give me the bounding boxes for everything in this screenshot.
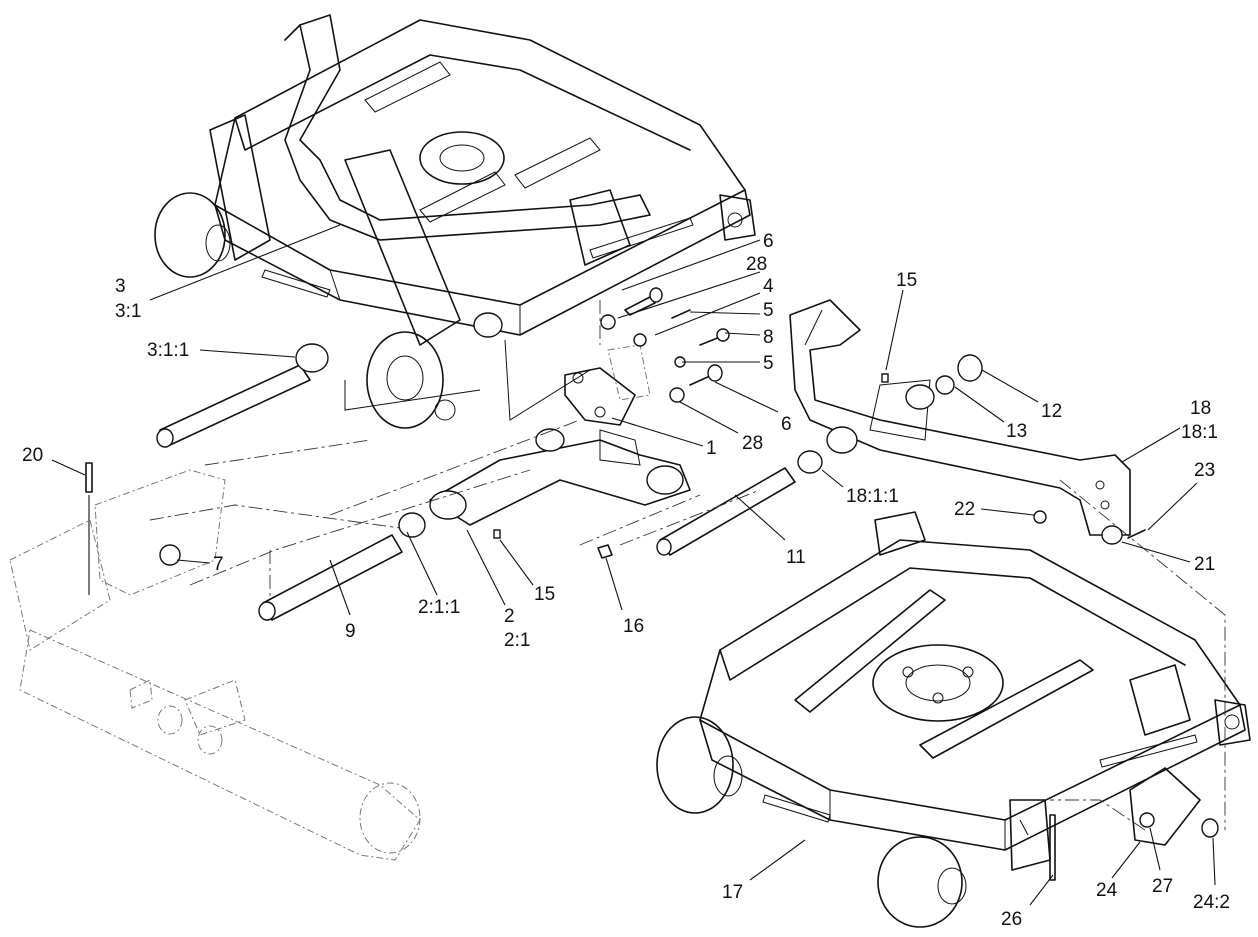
callout-18: 18 [1190, 398, 1211, 419]
callout-3: 3 [115, 276, 126, 297]
assembly-lines [149, 300, 1226, 831]
callout-labels: 1 2 2:1 2:1:1 3 3:1 3:1:1 4 5 5 6 6 7 8 … [22, 231, 1230, 930]
callout-9: 9 [345, 621, 356, 642]
callout-28b: 28 [742, 433, 763, 454]
callout-8: 8 [763, 327, 774, 348]
callout-7: 7 [213, 554, 224, 575]
hardware-stack [85, 287, 1219, 881]
callout-6b: 6 [781, 414, 792, 435]
callout-13: 13 [1006, 421, 1027, 442]
callout-3-1-1: 3:1:1 [147, 340, 189, 361]
callout-15b: 15 [534, 584, 555, 605]
callout-23: 23 [1194, 460, 1215, 481]
shaft-11 [656, 426, 858, 556]
callout-3-1: 3:1 [115, 301, 141, 322]
leader-lines [51, 224, 1216, 906]
callout-27: 27 [1152, 876, 1173, 897]
callout-28a: 28 [746, 254, 767, 275]
callout-1: 1 [706, 438, 717, 459]
callout-5b: 5 [763, 353, 774, 374]
shaft-9 [258, 512, 426, 621]
tractor-frame-phantom [9, 469, 421, 861]
callout-26: 26 [1001, 909, 1022, 930]
pivot-arm-center [429, 428, 691, 526]
upper-mower-deck [154, 14, 756, 429]
callout-12: 12 [1041, 401, 1062, 422]
shaft-3-1 [156, 343, 329, 448]
lower-mower-deck [656, 511, 1251, 928]
callout-5a: 5 [763, 300, 774, 321]
callout-15a: 15 [896, 270, 917, 291]
callout-21: 21 [1194, 554, 1215, 575]
callout-2: 2 [504, 606, 515, 627]
callout-2-1: 2:1 [504, 630, 530, 651]
callout-4: 4 [763, 276, 774, 297]
callout-24-2: 24:2 [1193, 892, 1230, 913]
callout-18-1-1: 18:1:1 [846, 486, 899, 507]
callout-2-1-1: 2:1:1 [418, 597, 460, 618]
callout-24: 24 [1096, 880, 1118, 901]
callout-11: 11 [786, 547, 806, 568]
callout-18-1: 18:1 [1181, 422, 1218, 443]
callout-16: 16 [623, 616, 644, 637]
callout-6a: 6 [763, 231, 774, 252]
mounting-plate [564, 344, 651, 426]
callout-20: 20 [22, 445, 43, 466]
lift-arm-right [789, 299, 1131, 536]
callout-22: 22 [954, 499, 975, 520]
callout-17: 17 [722, 882, 743, 903]
